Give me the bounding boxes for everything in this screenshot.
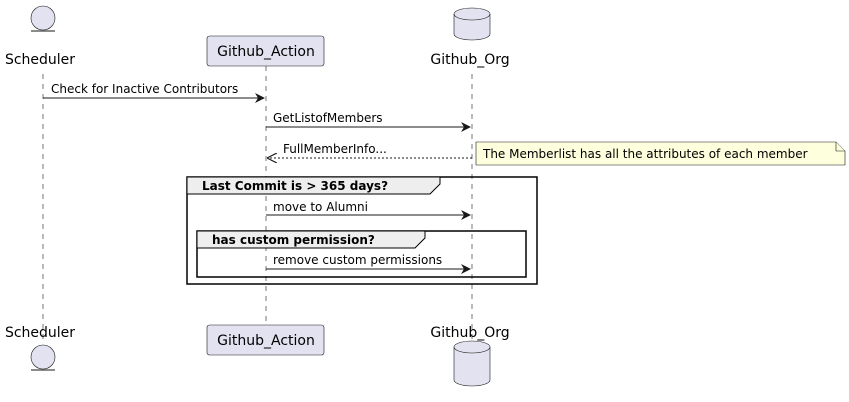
- message-label: Check for Inactive Contributors: [51, 82, 238, 96]
- group-frame-last-commit: Last Commit is > 365 days?: [186, 176, 538, 285]
- message-full-member-info: FullMemberInfo...: [268, 142, 472, 158]
- database-icon: [453, 340, 491, 387]
- group-title: has custom permission?: [212, 233, 375, 247]
- message-label: FullMemberInfo...: [283, 142, 387, 156]
- entity-icon: [30, 5, 56, 31]
- message-check-inactive: Check for Inactive Contributors: [43, 82, 265, 103]
- participant-github-action-bottom[interactable]: Github_Action: [206, 324, 325, 356]
- participant-github-action-top[interactable]: Github_Action: [206, 35, 325, 67]
- group-title: Last Commit is > 365 days?: [202, 179, 388, 193]
- participant-scheduler-top[interactable]: Scheduler: [5, 5, 75, 68]
- participant-label-scheduler: Scheduler: [5, 325, 75, 341]
- participant-scheduler-bottom[interactable]: Scheduler: [5, 325, 75, 371]
- database-icon: [453, 7, 491, 41]
- participant-box: [206, 324, 325, 356]
- participant-box: [206, 35, 325, 67]
- note: The Memberlist has all the attributes of…: [475, 141, 846, 166]
- group-frame-custom-permission: has custom permission?: [196, 230, 527, 278]
- message-label: remove custom permissions: [273, 253, 442, 267]
- participant-label-github-org: Github_Org: [430, 325, 509, 341]
- message-get-list-of-members: GetListofMembers: [266, 111, 471, 132]
- message-move-to-alumni: move to Alumni: [266, 200, 471, 220]
- message-remove-custom-permissions: remove custom permissions: [266, 253, 471, 274]
- participant-label-scheduler: Scheduler: [5, 52, 75, 68]
- participant-github-org-top[interactable]: Github_Org: [430, 7, 510, 68]
- note-text: The Memberlist has all the attributes of…: [482, 147, 808, 161]
- note-fold: [835, 142, 845, 152]
- message-label: GetListofMembers: [273, 111, 383, 125]
- participant-label-github-action: Github_Action: [217, 44, 315, 60]
- message-label: move to Alumni: [273, 200, 368, 214]
- participant-github-org-bottom[interactable]: Github_Org: [430, 325, 510, 387]
- note-shape: [475, 141, 846, 166]
- participant-label-github-action: Github_Action: [217, 333, 315, 349]
- entity-icon: [30, 344, 56, 370]
- participant-label-github-org: Github_Org: [430, 52, 509, 68]
